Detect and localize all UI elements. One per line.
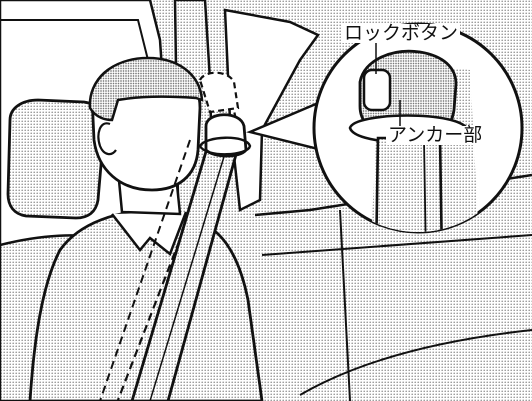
lock-button-label: ロックボタン — [342, 22, 461, 44]
belt-dashed-edge — [99, 139, 191, 401]
anchor-upper-dashed — [198, 71, 240, 114]
door-panel-line — [261, 234, 532, 256]
shoulder-belt-edge — [149, 149, 227, 401]
anchor-part-label: アンカー部 — [386, 124, 485, 146]
person-ear — [97, 122, 117, 156]
belt-anchor — [204, 113, 248, 158]
anchor-loop — [198, 136, 252, 156]
magnified-view — [348, 40, 480, 232]
door-handle-curve — [299, 329, 532, 396]
person-hair — [88, 56, 204, 122]
headrest — [6, 98, 106, 220]
door-trim-line — [339, 209, 351, 401]
shirt-collar — [111, 211, 188, 257]
magnified-lock-button — [362, 68, 392, 112]
magnified-belt-edge — [423, 139, 427, 232]
